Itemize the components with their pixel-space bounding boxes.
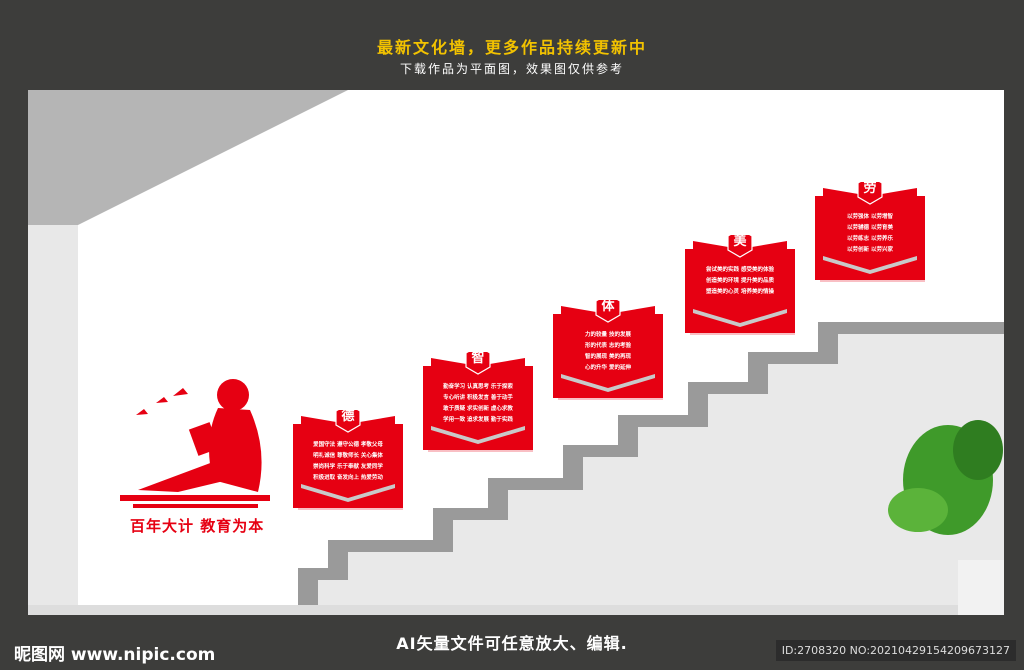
slogan: 百年大计 教育为本 bbox=[130, 517, 265, 535]
panel-line: 勤奋学习 认真思考 乐于探索 bbox=[443, 384, 513, 390]
wall-scene: 百年大计 教育为本 德 爱国守法 遵守公德 孝敬父母明礼诚信 尊敬师长 关心集体… bbox=[28, 90, 1004, 615]
panel-line: 积极进取 奋发向上 热爱劳动 bbox=[313, 475, 383, 481]
panel-4: 劳 以劳强体 以劳增智以劳辅德 以劳育美以劳练志 以劳养乐以劳创新 以劳兴家 bbox=[815, 181, 925, 282]
footer-note: AI矢量文件可任意放大、编辑. bbox=[396, 634, 628, 653]
panel-1: 智 勤奋学习 认真思考 乐于探索专心听讲 积极发言 善于动手敢于质疑 求实创新 … bbox=[423, 351, 533, 452]
room-background bbox=[28, 90, 1004, 615]
plant-image bbox=[888, 420, 1004, 615]
panel-line: 智的展现 美的再现 bbox=[585, 354, 631, 360]
panel-line: 爱国守法 遵守公德 孝敬父母 bbox=[313, 442, 383, 448]
panel-lines: 勤奋学习 认真思考 乐于探索专心听讲 积极发言 善于动手敢于质疑 求实创新 虚心… bbox=[433, 382, 523, 426]
panel-line: 明礼诚信 尊敬师长 关心集体 bbox=[313, 453, 383, 459]
book-panel-shape bbox=[815, 182, 925, 282]
panel-line: 敢于质疑 求实创新 虚心求教 bbox=[443, 406, 513, 412]
panel-2: 体 力的较量 技的发展形的代表 志的考验智的展现 美的再现心的升华 爱的延伸 bbox=[553, 299, 663, 400]
panel-title: 体 bbox=[601, 299, 615, 314]
panel-line: 形的代表 志的考验 bbox=[585, 343, 631, 349]
panel-0: 德 爱国守法 遵守公德 孝敬父母明礼诚信 尊敬师长 关心集体崇尚科学 乐于奉献 … bbox=[293, 409, 403, 510]
book-panel-shape bbox=[685, 235, 795, 335]
panel-title: 智 bbox=[471, 351, 485, 366]
image-id: ID:2708320 NO:20210429154209673127 bbox=[775, 640, 1016, 661]
book-panel-shape bbox=[423, 352, 533, 452]
panel-line: 塑造美的心灵 培养美的情操 bbox=[706, 289, 774, 295]
panel-line: 力的较量 技的发展 bbox=[585, 332, 631, 338]
panel-line: 以劳辅德 以劳育美 bbox=[847, 225, 893, 231]
nipic-logo[interactable]: 昵图网 www.nipic.com bbox=[14, 645, 216, 665]
panel-lines: 尝试美的实践 感受美的体验创造美的环境 提升美的品质塑造美的心灵 培养美的情操 bbox=[695, 265, 785, 298]
header-title: 最新文化墙，更多作品持续更新中 bbox=[376, 38, 647, 57]
panel-title: 劳 bbox=[863, 181, 877, 196]
panel-title: 德 bbox=[341, 409, 355, 424]
panel-title: 美 bbox=[733, 234, 747, 249]
header-subtitle: 下载作品为平面图，效果图仅供参考 bbox=[399, 62, 624, 76]
panel-lines: 力的较量 技的发展形的代表 志的考验智的展现 美的再现心的升华 爱的延伸 bbox=[563, 330, 653, 374]
panel-line: 崇尚科学 乐于奉献 友爱同学 bbox=[313, 464, 383, 470]
panel-line: 专心听讲 积极发言 善于动手 bbox=[443, 395, 513, 401]
panel-line: 学用一致 追求发展 勤于实践 bbox=[443, 417, 513, 423]
book-panel-shape bbox=[293, 410, 403, 510]
panel-3: 美 尝试美的实践 感受美的体验创造美的环境 提升美的品质塑造美的心灵 培养美的情… bbox=[685, 234, 795, 335]
book-panel-shape bbox=[553, 300, 663, 400]
panel-line: 创造美的环境 提升美的品质 bbox=[706, 278, 774, 284]
panel-line: 以劳创新 以劳兴家 bbox=[847, 247, 893, 253]
panel-line: 以劳练志 以劳养乐 bbox=[847, 236, 893, 242]
reading-girl-silhouette bbox=[120, 379, 270, 508]
panel-lines: 以劳强体 以劳增智以劳辅德 以劳育美以劳练志 以劳养乐以劳创新 以劳兴家 bbox=[825, 212, 915, 256]
panel-line: 心的升华 爱的延伸 bbox=[585, 365, 631, 371]
panel-lines: 爱国守法 遵守公德 孝敬父母明礼诚信 尊敬师长 关心集体崇尚科学 乐于奉献 友爱… bbox=[303, 440, 393, 484]
panel-line: 以劳强体 以劳增智 bbox=[847, 214, 893, 220]
panel-line: 尝试美的实践 感受美的体验 bbox=[706, 267, 774, 273]
